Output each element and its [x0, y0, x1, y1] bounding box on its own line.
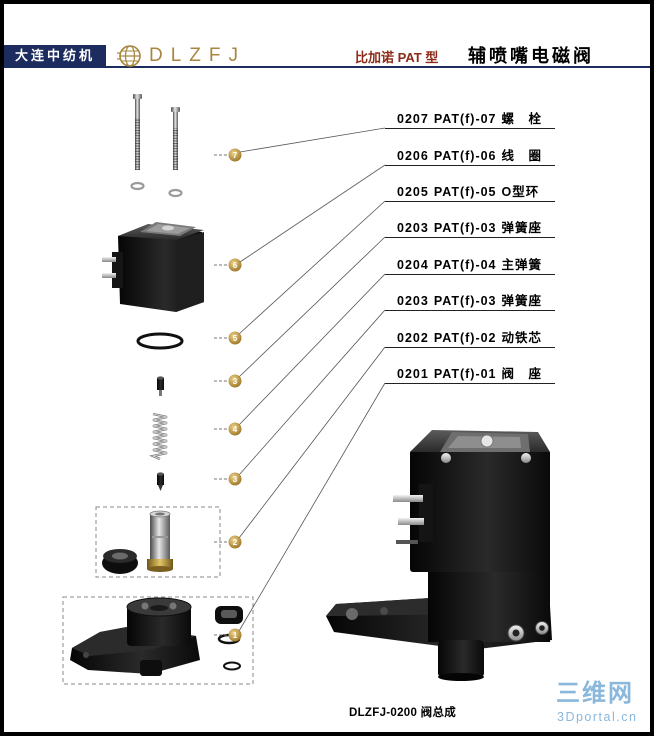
callout-number: 4 [233, 425, 238, 434]
watermark-url: 3Dportal.cn [557, 710, 638, 724]
washer [168, 188, 183, 198]
spring-seat [157, 472, 164, 491]
callout-marker: 1 [228, 628, 242, 642]
callout-number: 7 [233, 151, 238, 160]
spring-seat [157, 376, 164, 396]
bolt [171, 107, 180, 170]
header-divider [4, 66, 650, 68]
part-code: 0206 [397, 149, 429, 163]
model-label: 比加诺 PAT 型 [355, 50, 439, 65]
parts-list-item: 0204 PAT(f)-04 主弹簧 [385, 257, 555, 275]
parts-list-item: 0203 PAT(f)-03 弹簧座 [385, 293, 555, 311]
part-ref: PAT(f)-05 [433, 185, 497, 199]
part-name: 阀 座 [501, 367, 543, 381]
coil [102, 222, 204, 312]
part-name: 螺 栓 [501, 112, 543, 126]
parts-list-item: 0202 PAT(f)-02 动铁芯 [385, 330, 555, 348]
part-code: 0201 [397, 367, 429, 381]
part-ref: PAT(f)-03 [433, 221, 497, 235]
washer [130, 181, 145, 191]
parts-list-item: 0205 PAT(f)-05 O型环 [385, 184, 555, 202]
part-ref: PAT(f)-04 [433, 258, 497, 272]
part-ref: PAT(f)-02 [433, 331, 497, 345]
parts-list-item: 0201 PAT(f)-01 阀 座 [385, 366, 555, 384]
part-code: 0205 [397, 185, 429, 199]
bolt-pair [130, 94, 183, 198]
callout-number: 3 [233, 475, 238, 484]
part-code: 0202 [397, 331, 429, 345]
callout-marker: 6 [228, 258, 242, 272]
callout-number: 5 [233, 334, 238, 343]
parts-list-item: 0206 PAT(f)-06 线 圈 [385, 148, 555, 166]
callout-number: 6 [233, 261, 238, 270]
parts-list-item: 0207 PAT(f)-07 螺 栓 [385, 111, 555, 129]
product-title: 辅喷嘴电磁阀 [468, 46, 594, 66]
part-code: 0203 [397, 221, 429, 235]
callout-marker: 5 [228, 331, 242, 345]
callout-marker: 3 [228, 472, 242, 486]
assembly-caption: DLZFJ-0200 阀总成 [349, 707, 457, 719]
company-name-badge: 大连中纺机 [4, 45, 106, 67]
part-code: 0207 [397, 112, 429, 126]
part-ref: PAT(f)-06 [433, 149, 497, 163]
part-name: O型环 [501, 185, 540, 199]
assembled-valve [326, 430, 552, 681]
part-code: 0203 [397, 294, 429, 308]
callout-dashes [214, 154, 229, 636]
callout-marker: 7 [228, 148, 242, 162]
callout-number: 1 [233, 631, 238, 640]
part-code: 0204 [397, 258, 429, 272]
part-name: 动铁芯 [501, 331, 543, 345]
callout-number: 3 [233, 377, 238, 386]
callout-marker: 4 [228, 422, 242, 436]
part-name: 弹簧座 [501, 221, 543, 235]
part-name: 弹簧座 [501, 294, 543, 308]
callout-marker: 3 [228, 374, 242, 388]
callout-leader-lines [238, 127, 386, 632]
brand-logo-text: DLZFJ [149, 45, 246, 66]
main-spring [149, 412, 168, 461]
valve-seat-assembly [62, 596, 254, 685]
plunger-assembly [95, 506, 221, 578]
callout-number: 2 [233, 538, 238, 547]
part-ref: PAT(f)-03 [433, 294, 497, 308]
parts-list-item: 0203 PAT(f)-03 弹簧座 [385, 220, 555, 238]
o-ring [136, 332, 184, 350]
watermark-logo: 三维网 [556, 680, 634, 707]
part-ref: PAT(f)-07 [433, 112, 497, 126]
part-ref: PAT(f)-01 [433, 367, 497, 381]
part-name: 主弹簧 [501, 258, 543, 272]
part-name: 线 圈 [501, 149, 543, 163]
callout-marker: 2 [228, 535, 242, 549]
globe-logo-icon [117, 45, 141, 67]
bolt [133, 94, 142, 170]
